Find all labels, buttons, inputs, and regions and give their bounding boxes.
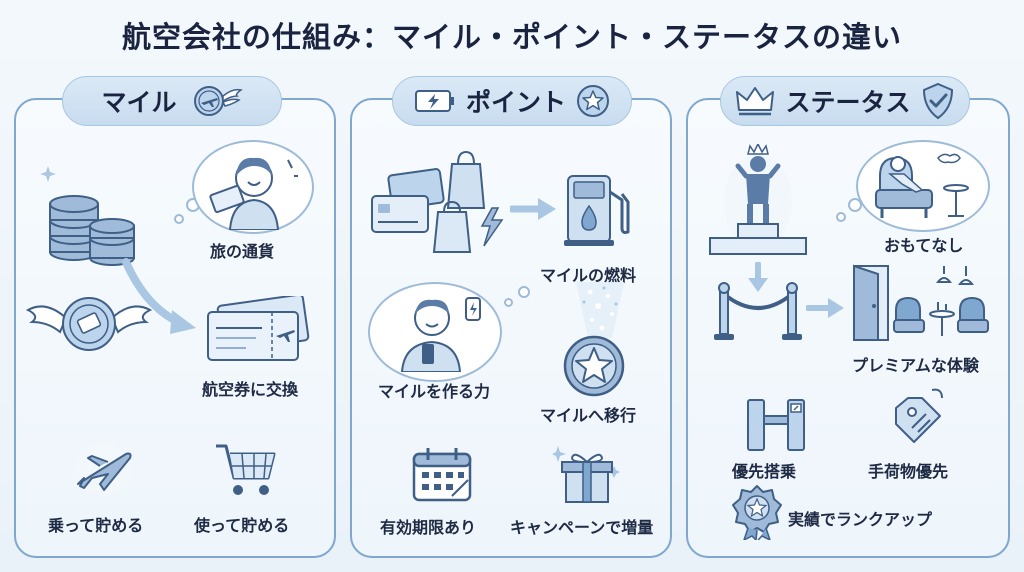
right-arrow	[510, 196, 558, 222]
label-point-expiry: 有効期限あり	[380, 518, 477, 537]
medal-star-icon	[732, 484, 782, 540]
star-coin-icon	[562, 334, 626, 398]
point-header-label: ポイント	[465, 88, 566, 117]
label-point-fuel: マイルの燃料	[540, 266, 637, 285]
crown-icon	[735, 86, 775, 116]
airline-ticket-icon	[206, 296, 310, 364]
label-status-premium: プレミアムな体験	[852, 356, 979, 375]
mile-header: マイル	[62, 76, 282, 126]
calendar-icon	[410, 446, 474, 504]
mile-header-label: マイル	[101, 88, 177, 117]
label-point-transfer: マイルへ移行	[540, 406, 637, 425]
rope-barrier-icon	[712, 282, 804, 342]
label-status-baggage: 手荷物優先	[868, 462, 949, 481]
sparkle-flow-icon	[568, 282, 632, 338]
star-coin-icon	[576, 84, 610, 118]
shield-check-icon	[921, 82, 955, 120]
curved-arrow	[120, 258, 200, 338]
right-arrow	[806, 296, 846, 320]
label-mile-currency: 旅の通貨	[210, 242, 275, 261]
label-point-campaign: キャンペーンで増量	[510, 518, 654, 537]
winged-plane-coin-icon	[187, 84, 243, 118]
label-point-power: マイルを作る力	[378, 382, 491, 401]
label-mile-exchange: 航空券に交換	[202, 380, 299, 399]
label-status-hospitality: おもてなし	[884, 236, 964, 255]
thought-dot	[518, 286, 530, 298]
point-header: ポイント	[392, 76, 632, 126]
label-status-rankup: 実績でランクアップ	[788, 510, 933, 529]
coin-stack-icon	[40, 166, 140, 270]
luggage-tag-icon	[886, 386, 948, 448]
cards-and-bags-icon	[368, 150, 508, 254]
thought-dot	[504, 298, 513, 307]
podium-winner-icon	[708, 144, 808, 256]
thought-dot	[836, 212, 846, 222]
person-phone-icon	[392, 286, 488, 372]
lounge-chair-icon	[872, 146, 976, 226]
label-status-boarding: 優先搭乗	[732, 462, 797, 481]
thought-dot	[174, 214, 184, 224]
winged-coin-icon	[26, 280, 152, 364]
shopping-cart-icon	[214, 440, 278, 498]
lounge-room-icon	[848, 262, 996, 344]
fuel-pump-icon	[562, 172, 636, 248]
status-header-label: ステータス	[785, 88, 911, 117]
label-mile-fly: 乗って貯める	[48, 516, 144, 535]
gift-box-icon	[552, 446, 622, 504]
boarding-gate-icon	[744, 394, 810, 452]
status-header: ステータス	[720, 76, 970, 126]
page-title: 航空会社の仕組み：マイル・ポイント・ステータスの違い	[121, 20, 902, 54]
battery-charge-icon	[414, 88, 456, 114]
down-arrow	[746, 262, 770, 294]
airplane-icon	[70, 440, 136, 500]
happy-traveler-ticket-icon	[208, 146, 300, 230]
label-mile-spend: 使って貯める	[194, 516, 290, 535]
